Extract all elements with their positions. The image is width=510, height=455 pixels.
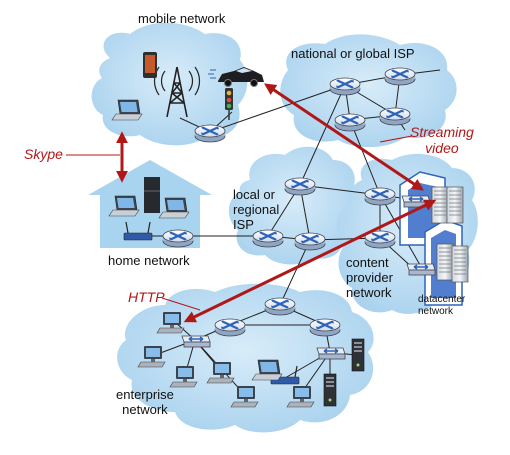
server-icon — [436, 243, 454, 281]
streaming-video-label: Streaming video — [410, 124, 474, 156]
datacenter-line2: network — [418, 305, 454, 317]
server-icon — [451, 245, 469, 283]
datacenter-network-label: datacenter network — [418, 294, 465, 317]
local-isp-label: local or regional ISP — [233, 187, 280, 233]
local-isp-line2: regional — [233, 201, 280, 217]
streaming-line2: video — [425, 140, 459, 156]
enterprise-line2: network — [122, 401, 168, 417]
skype-arrow — [66, 131, 128, 183]
router-icon — [283, 176, 317, 197]
smartphone-icon — [143, 52, 157, 78]
link-switch-icon — [406, 263, 436, 276]
enterprise-network-label: enterprise network — [116, 387, 174, 418]
server-icon — [351, 338, 365, 372]
cell-tower-icon — [153, 66, 201, 118]
router-icon — [363, 186, 397, 207]
router-icon — [193, 123, 227, 144]
home-network-label: home network — [108, 253, 190, 268]
http-label: HTTP — [128, 289, 165, 305]
http-arrow — [161, 199, 437, 323]
router-icon — [161, 228, 195, 249]
content-provider-label: content provider network — [346, 255, 393, 301]
router-icon — [378, 106, 412, 127]
streaming-video-arrow — [264, 83, 424, 191]
car-icon — [208, 67, 264, 87]
content-provider-line1: content — [346, 255, 389, 270]
datacenter-line1: datacenter — [418, 294, 466, 305]
router-icon — [293, 231, 327, 252]
router-icon — [308, 317, 342, 338]
router-icon — [213, 317, 247, 338]
skype-label: Skype — [24, 146, 63, 162]
server-icon — [323, 373, 337, 407]
wifi-access-point-icon — [123, 221, 153, 241]
content-provider-line3: network — [346, 284, 392, 300]
local-isp-line1: local or — [233, 187, 275, 202]
content-provider-line2: provider — [346, 269, 393, 285]
streaming-line1: Streaming — [410, 124, 474, 140]
traffic-light-icon — [225, 88, 233, 120]
router-icon — [328, 76, 362, 97]
national-isp-label: national or global ISP — [291, 46, 415, 61]
refrigerator-icon — [144, 177, 160, 213]
server-icon — [431, 186, 449, 224]
router-icon — [333, 112, 367, 133]
router-icon — [263, 296, 297, 317]
router-icon — [383, 66, 417, 87]
local-isp-line3: ISP — [233, 216, 254, 232]
server-icon — [446, 186, 464, 224]
link-switch-icon — [316, 347, 346, 360]
enterprise-line1: enterprise — [116, 387, 174, 402]
mobile-network-label: mobile network — [138, 11, 226, 26]
link-switch-icon — [181, 335, 211, 348]
